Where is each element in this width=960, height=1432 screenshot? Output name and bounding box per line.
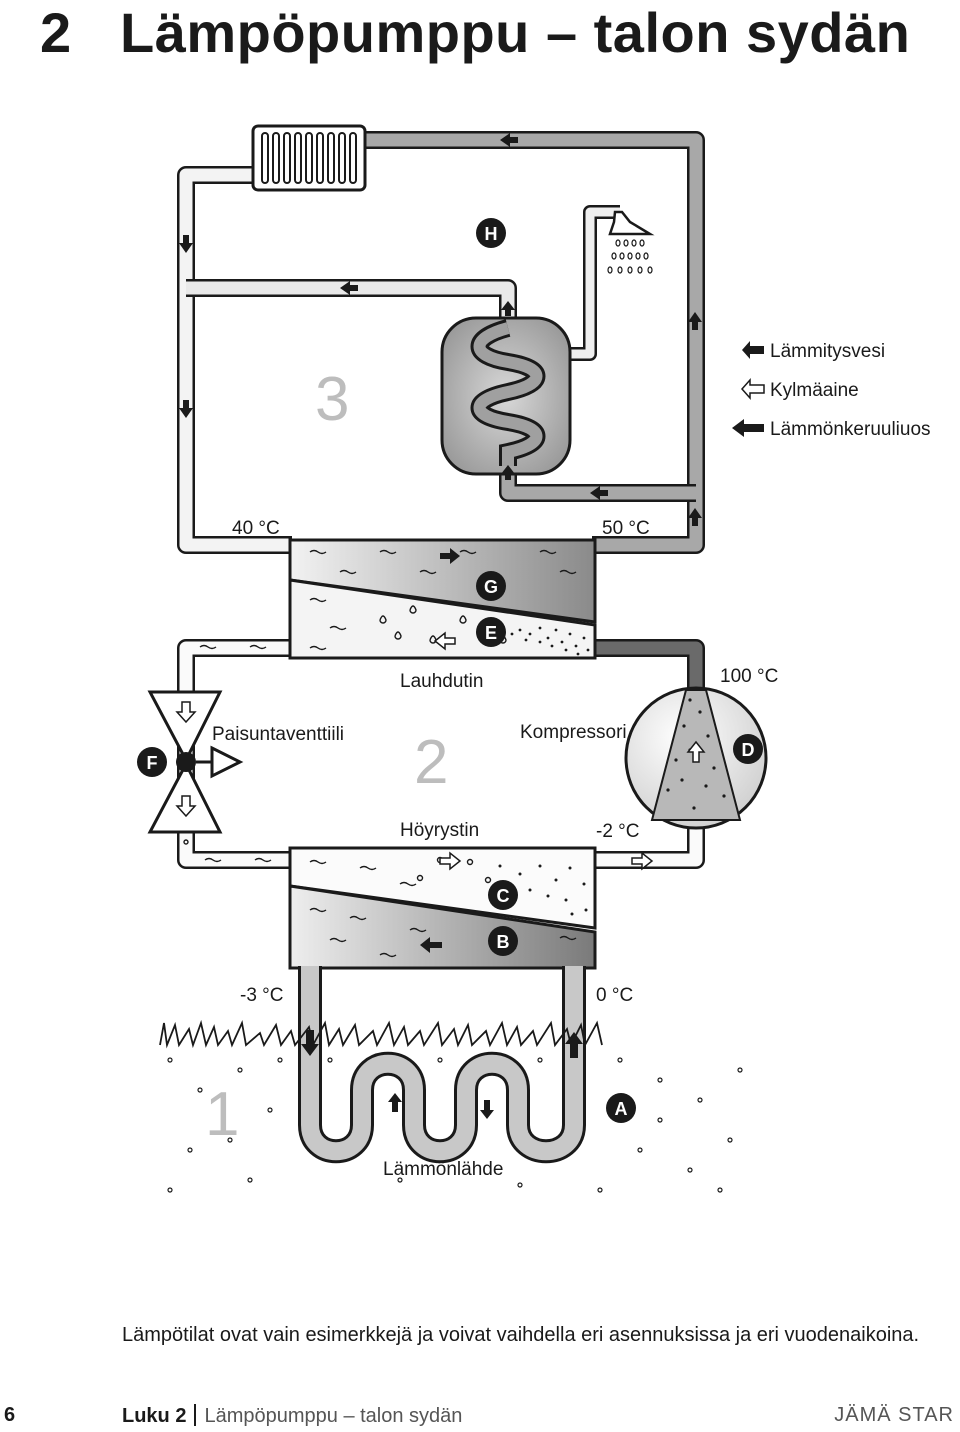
footer-chapter: Luku 2 Lämpöpumppu – talon sydän [122,1404,462,1428]
chapter-number: 2 [40,1,72,64]
marker-g: G [484,577,498,597]
caption: Lämpötilat ovat vain esimerkkejä ja voiv… [122,1324,920,1346]
label-expansion-valve: Paisuntaventtiili [212,724,344,745]
label-condenser: Lauhdutin [400,671,483,692]
section-number-2: 2 [414,728,448,797]
soil-particles [167,1057,743,1193]
heating-water-arrow-icon [742,341,764,359]
marker-c: C [497,886,510,906]
label-compressor: Kompressori [520,722,627,743]
footer-chapter-title: Lämpöpumppu – talon sydän [204,1405,463,1427]
refrigerant-arrow-icon [740,378,765,400]
radiator-icon [251,124,367,192]
collector-loop [298,966,586,1164]
marker-e: E [485,623,497,643]
ground-surface [159,1019,603,1049]
section-number-3: 3 [315,365,349,434]
evaporator [288,846,654,970]
temp-minus2: -2 °C [596,821,640,842]
section-number-1: 1 [205,1080,239,1149]
temp-0: 0 °C [596,985,633,1006]
marker-d: D [742,740,755,760]
legend-collector-fluid: Lämmönkeruuliuos [770,419,931,440]
compressor [624,686,768,830]
legend-refrigerant: Kylmäaine [770,380,859,401]
condenser [288,538,597,660]
page-number: 6 [4,1404,16,1426]
temp-100: 100 °C [720,666,778,687]
marker-h: H [485,224,498,244]
footer-separator [194,1404,197,1426]
shower-icon [607,210,655,274]
footer-chapter-label: Luku 2 [122,1405,187,1427]
collector-fluid-arrow-icon [732,419,764,437]
marker-f: F [147,753,158,773]
label-heat-source: Lämmönlähde [383,1159,503,1180]
footer-brand: JÄMÄ STAR [834,1404,954,1426]
expansion-valve [147,690,244,834]
water-heater-tank [440,316,572,476]
marker-a: A [615,1099,628,1119]
temp-minus3: -3 °C [240,985,284,1006]
label-evaporator: Höyrystin [400,820,479,841]
legend-heating-water: Lämmitysvesi [770,341,885,362]
temp-50: 50 °C [602,518,650,539]
heating-loop [177,131,705,554]
heat-pump-diagram: 3 2 1 40 °C 50 °C 100 °C -2 °C -3 °C 0 °… [137,124,931,1193]
marker-b: B [497,932,510,952]
flow-arrows-heating [179,133,702,526]
legend: Lämmitysvesi Kylmäaine Lämmönkeruuliuos [732,341,931,440]
page-title: Lämpöpumppu – talon sydän [120,1,911,64]
temp-40: 40 °C [232,518,280,539]
